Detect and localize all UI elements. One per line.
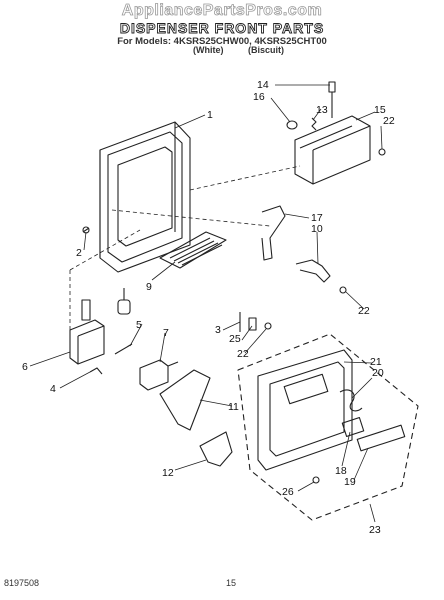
leader-lines: [29, 84, 383, 523]
callout-9: 9: [146, 281, 152, 293]
color-biscuit-label: (Biscuit): [248, 45, 284, 55]
callout-22: 22: [237, 348, 249, 360]
watermark: AppliancePartsPros.com: [121, 2, 323, 20]
document-number: 8197508: [4, 578, 40, 588]
part-26-screw: [312, 476, 320, 484]
callout-26: 26: [282, 486, 294, 498]
part-1-housing: [99, 121, 191, 273]
color-white-label: (White): [193, 45, 224, 55]
callout-18: 18: [335, 465, 347, 477]
callout-labels: 1 2 3 4 5 6 7 9 10 11 12 13 14 15 16 17 …: [22, 79, 395, 536]
part-12-cup: [199, 431, 233, 467]
callout-19: 19: [344, 476, 356, 488]
callout-1: 1: [207, 109, 213, 121]
callout-17: 17: [311, 212, 323, 224]
callout-3: 3: [215, 324, 221, 336]
part-17-lever: [261, 205, 286, 261]
part-22-screw: [339, 286, 347, 294]
part-18-switch: [341, 417, 365, 437]
assembly-lines: [69, 165, 301, 330]
callout-6: 6: [22, 361, 28, 373]
part-6-module: [69, 299, 105, 365]
callout-4: 4: [50, 383, 56, 395]
part-21-panel: [257, 349, 353, 471]
small-fitting: [117, 288, 131, 315]
part-22-screw: [264, 322, 272, 330]
part-25-clip: [248, 317, 257, 331]
callout-15: 15: [374, 104, 386, 116]
callout-22: 22: [358, 305, 370, 317]
part-15-actuator: [294, 115, 371, 185]
callout-20: 20: [372, 367, 384, 379]
part-20-wires: [339, 389, 363, 412]
callout-12: 12: [162, 467, 174, 479]
callout-5: 5: [136, 319, 142, 331]
part-13-spring: [311, 117, 317, 131]
part-16-button: [286, 120, 298, 130]
page-title: DISPENSER FRONT PARTS: [119, 20, 325, 37]
callout-7: 7: [163, 327, 169, 339]
part-23-outline: [237, 333, 419, 521]
part-22-screw: [378, 148, 386, 156]
callout-16: 16: [253, 91, 265, 103]
callout-22: 22: [383, 115, 395, 127]
callout-25: 25: [229, 333, 241, 345]
callout-13: 13: [316, 104, 328, 116]
callout-2: 2: [76, 247, 82, 259]
callout-10: 10: [311, 223, 323, 235]
model-numbers: For Models: 4KSRS25CHW00, 4KSRS25CHT00: [117, 36, 327, 47]
page-number: 15: [226, 578, 237, 588]
callout-21: 21: [370, 356, 382, 368]
part-11-paddle: [159, 369, 211, 431]
part-14-pin: [328, 81, 336, 118]
part-4-fastener: [89, 367, 103, 375]
callout-23: 23: [369, 524, 381, 536]
part-10-arm: [295, 259, 331, 283]
part-19-label: [356, 424, 406, 452]
part-5-rod: [114, 343, 133, 355]
part-9-grille: [159, 231, 227, 269]
callout-11: 11: [228, 401, 239, 413]
callout-14: 14: [257, 79, 269, 91]
